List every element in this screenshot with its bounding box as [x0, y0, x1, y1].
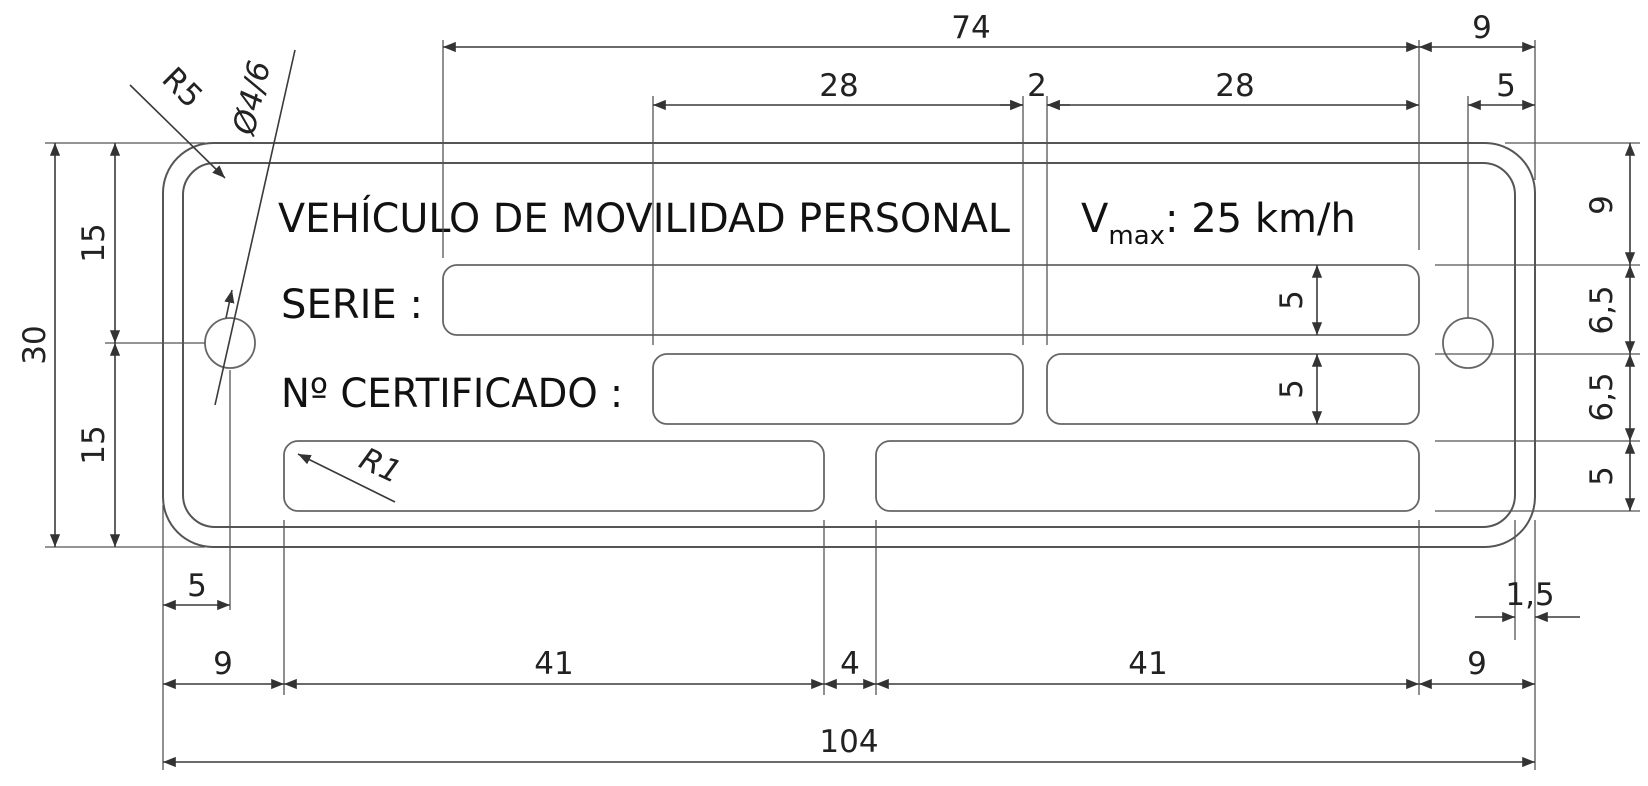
- vmax-label: Vmax: 25 km/h: [1081, 196, 1356, 251]
- plate-title: VEHÍCULO DE MOVILIDAD PERSONAL: [278, 194, 1011, 242]
- dim-bottom-41-right: 41: [1128, 646, 1167, 682]
- dim-bottom-5: 5: [187, 568, 207, 604]
- dim-top-28-right: 28: [1215, 68, 1254, 104]
- dim-bottom-9-right: 9: [1467, 646, 1487, 682]
- dim-bottom-41-left: 41: [534, 646, 573, 682]
- bottom-box-right: [875, 440, 1420, 512]
- certificado-label: Nº CERTIFICADO :: [281, 371, 623, 417]
- dim-top-2: 2: [1027, 68, 1047, 104]
- extension-lines: [45, 40, 1640, 770]
- dim-top-74: 74: [951, 10, 990, 46]
- dim-left-15-bottom: 15: [76, 425, 112, 464]
- bottom-box-left: [283, 440, 825, 512]
- dim-box-5-top: 5: [1274, 290, 1310, 310]
- serie-label: SERIE :: [281, 282, 423, 328]
- dim-bottom-4: 4: [840, 646, 860, 682]
- dim-left-30: 30: [17, 325, 53, 364]
- dim-right-6-5-bottom: 6,5: [1584, 372, 1620, 421]
- right-mounting-hole: [1442, 317, 1494, 369]
- dim-left-15-top: 15: [76, 223, 112, 262]
- dim-right-9: 9: [1584, 195, 1620, 215]
- serie-box: [442, 264, 1420, 336]
- dim-bottom-104: 104: [819, 724, 878, 760]
- dim-box-5-bottom: 5: [1274, 379, 1310, 399]
- vmax-subscript: max: [1108, 221, 1165, 251]
- dimension-lines: [49, 41, 1636, 768]
- dim-right-5: 5: [1584, 466, 1620, 486]
- left-mounting-hole: [204, 317, 256, 369]
- vmax-symbol: V: [1081, 196, 1109, 242]
- dim-bottom-1-5: 1,5: [1505, 577, 1554, 613]
- dim-top-5: 5: [1496, 68, 1516, 104]
- dim-top-28-left: 28: [819, 68, 858, 104]
- dim-right-6-5-top: 6,5: [1584, 285, 1620, 334]
- dim-bottom-9-left: 9: [213, 646, 233, 682]
- certificado-box-left: [652, 353, 1024, 425]
- dim-hole-diameter: Ø4/6: [226, 58, 278, 140]
- dimension-labels: 74 9 28 2 28 5 R5 Ø4/6 R1 30 15 15 9 6,5…: [17, 10, 1620, 760]
- vmax-value: : 25 km/h: [1165, 196, 1356, 242]
- dim-top-9: 9: [1472, 10, 1492, 46]
- certificado-box-right: [1046, 353, 1420, 425]
- dim-corner-radius: R5: [155, 61, 210, 116]
